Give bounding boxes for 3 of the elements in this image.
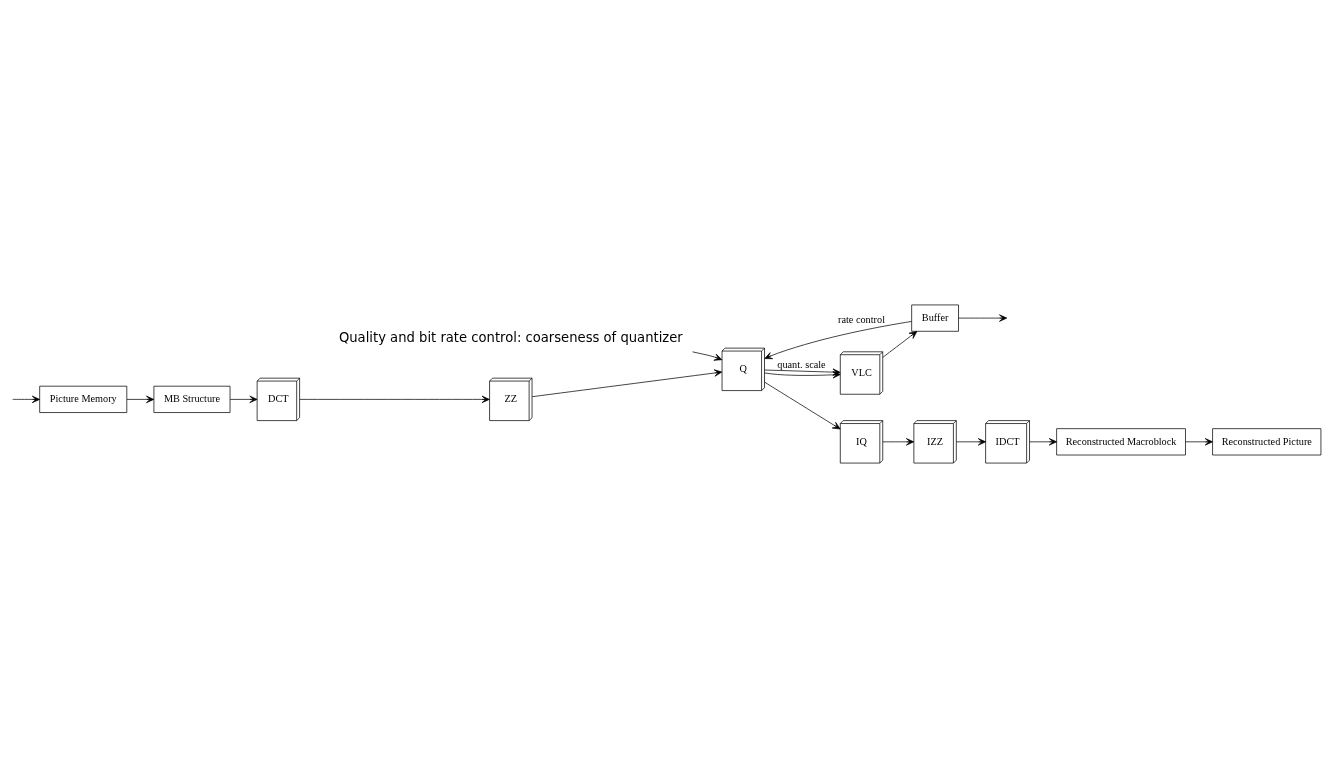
node-text: Quality and bit rate control: coarseness of quantizer: [338, 329, 683, 345]
edge-label: quant. scale: [777, 358, 826, 370]
edge-label: rate control: [838, 313, 885, 325]
